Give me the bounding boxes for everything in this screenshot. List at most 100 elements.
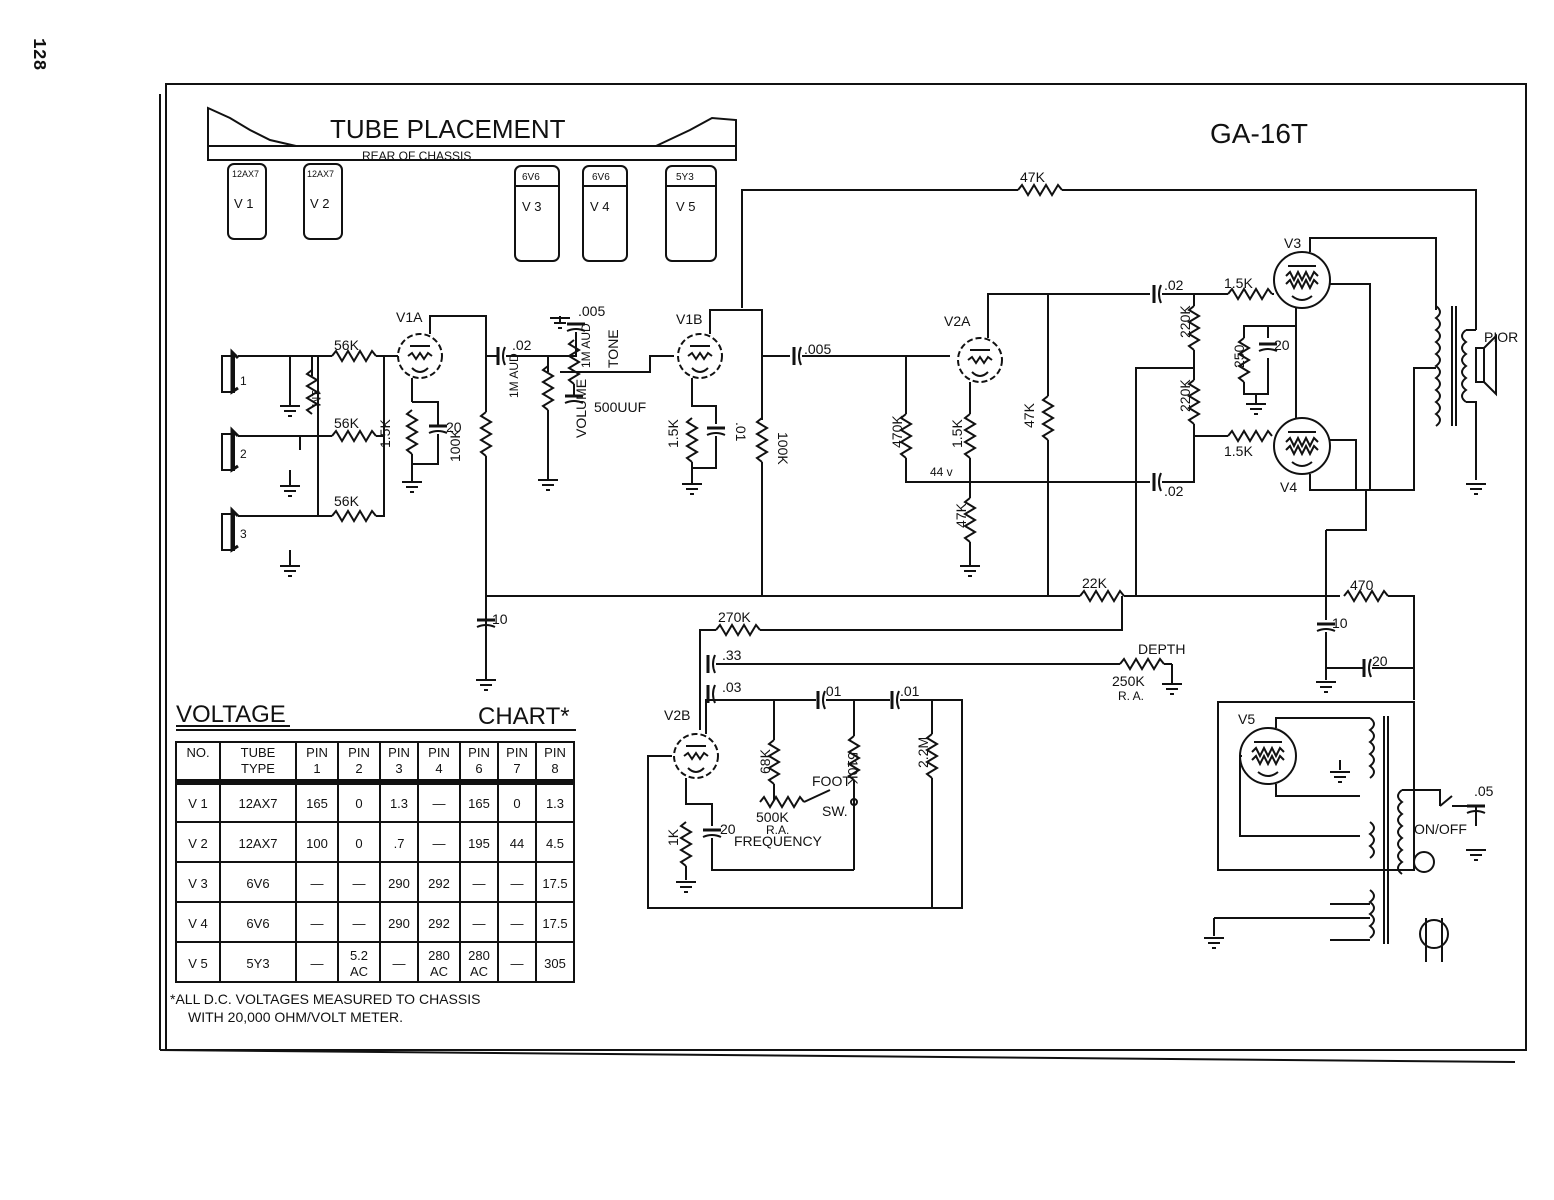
table-cell: —: [433, 796, 446, 811]
table-cell: 0: [355, 796, 362, 811]
svg-text:.33: .33: [722, 647, 742, 663]
svg-text:20: 20: [446, 419, 462, 435]
svg-text:FREQUENCY: FREQUENCY: [734, 833, 823, 849]
table-cell: 292: [428, 876, 450, 891]
svg-text:1.5K: 1.5K: [1224, 443, 1253, 459]
svg-text:500K: 500K: [756, 809, 789, 825]
table-header-cell: PIN: [506, 745, 528, 760]
svg-text:2: 2: [240, 447, 247, 461]
table-cell: 292: [428, 916, 450, 931]
input-jack: 3: [221, 506, 247, 553]
svg-text:220K: 220K: [1177, 305, 1193, 338]
table-cell: .7: [394, 836, 405, 851]
table-cell: —: [353, 916, 366, 931]
table-cell: 0: [355, 836, 362, 851]
table-header-cell: NO.: [186, 745, 209, 760]
input-jack: 1: [221, 348, 247, 395]
svg-text:3: 3: [240, 527, 247, 541]
tube-socket: 6V6 V 3: [514, 165, 560, 262]
table-cell: AC: [470, 964, 488, 979]
svg-text:100K: 100K: [775, 432, 791, 465]
svg-text:68K: 68K: [757, 748, 773, 774]
table-cell: 165: [306, 796, 328, 811]
label-r-feedback: 47K: [1020, 169, 1046, 185]
tube-placement: TUBE PLACEMENT REAR OF CHASSIS 12AX7 V 1…: [207, 106, 737, 262]
table-cell: V 1: [188, 796, 208, 811]
svg-text:1: 1: [240, 374, 247, 388]
svg-text:V 5: V 5: [676, 199, 696, 214]
table-header-cell: TUBE: [241, 745, 276, 760]
table-cell: 290: [388, 876, 410, 891]
table-header-cell: 7: [513, 761, 520, 776]
svg-text:1M AUD: 1M AUD: [507, 353, 521, 398]
svg-text:10: 10: [492, 611, 508, 627]
table-cell: 4.5: [546, 836, 564, 851]
tube-label-v1a: V1A: [396, 309, 423, 325]
table-header-cell: 8: [551, 761, 558, 776]
table-cell: —: [511, 876, 524, 891]
svg-text:1M AUD: 1M AUD: [579, 323, 593, 368]
table-cell: 280: [428, 948, 450, 963]
table-cell: 5.2: [350, 948, 368, 963]
table-cell: 17.5: [542, 876, 567, 891]
svg-text:.03: .03: [722, 679, 742, 695]
outer-frame: [165, 83, 1527, 1051]
svg-text:44 v: 44 v: [930, 465, 953, 479]
svg-text:20: 20: [1274, 337, 1290, 353]
svg-text:510K: 510K: [845, 752, 861, 785]
svg-text:.01: .01: [900, 683, 920, 699]
tube-socket: 5Y3 V 5: [665, 165, 717, 262]
table-cell: 1.3: [390, 796, 408, 811]
tube-socket: 6V6 V 4: [582, 165, 628, 262]
table-cell: 44: [510, 836, 524, 851]
tube-socket: 12AX7 V 2: [303, 163, 343, 240]
svg-text:R.A.: R.A.: [766, 823, 789, 837]
input-jack: 2: [221, 426, 247, 473]
svg-text:47K: 47K: [1021, 402, 1037, 428]
speaker-icon: [1475, 333, 1497, 397]
svg-text:.005: .005: [578, 303, 605, 319]
label-speaker: PIOR: [1484, 329, 1518, 345]
svg-text:270K: 270K: [718, 609, 751, 625]
svg-text:ON/OFF: ON/OFF: [1414, 821, 1467, 837]
svg-text:470: 470: [1350, 577, 1374, 593]
svg-text:SW.: SW.: [822, 803, 848, 819]
table-cell: —: [511, 956, 524, 971]
svg-text:22K: 22K: [1082, 575, 1108, 591]
svg-text:TONE: TONE: [605, 329, 621, 368]
table-cell: —: [473, 876, 486, 891]
svg-text:1.5K: 1.5K: [1224, 275, 1253, 291]
svg-text:470K: 470K: [889, 415, 905, 448]
table-header-cell: 1: [313, 761, 320, 776]
svg-text:56K: 56K: [334, 337, 360, 353]
table-cell: AC: [430, 964, 448, 979]
table-cell: 0: [513, 796, 520, 811]
table-cell: —: [311, 916, 324, 931]
table-cell: —: [433, 836, 446, 851]
table-header-cell: 2: [355, 761, 362, 776]
table-cell: 280: [468, 948, 490, 963]
table-cell: 17.5: [542, 916, 567, 931]
svg-text:.01: .01: [733, 422, 749, 442]
table-header-cell: 3: [395, 761, 402, 776]
table-cell: —: [511, 916, 524, 931]
svg-text:5Y3: 5Y3: [676, 172, 694, 183]
table-cell: 6V6: [246, 916, 269, 931]
svg-text:.02: .02: [1164, 277, 1184, 293]
table-cell: V 5: [188, 956, 208, 971]
svg-text:.01: .01: [822, 683, 842, 699]
table-cell: —: [473, 916, 486, 931]
tube-label-v2a: V2A: [944, 313, 971, 329]
svg-text:12AX7: 12AX7: [307, 169, 334, 179]
voltage-chart-footnote-2: WITH 20,000 OHM/VOLT METER.: [188, 1009, 403, 1025]
table-cell: 195: [468, 836, 490, 851]
table-cell: 12AX7: [238, 836, 277, 851]
table-header-cell: PIN: [544, 745, 566, 760]
table-cell: 12AX7: [238, 796, 277, 811]
svg-text:V 3: V 3: [522, 199, 542, 214]
svg-text:10: 10: [1332, 615, 1348, 631]
svg-text:V 1: V 1: [234, 196, 254, 211]
svg-text:FOOT: FOOT: [812, 773, 851, 789]
svg-text:12AX7: 12AX7: [232, 169, 259, 179]
tube-placement-title: TUBE PLACEMENT: [330, 114, 566, 144]
